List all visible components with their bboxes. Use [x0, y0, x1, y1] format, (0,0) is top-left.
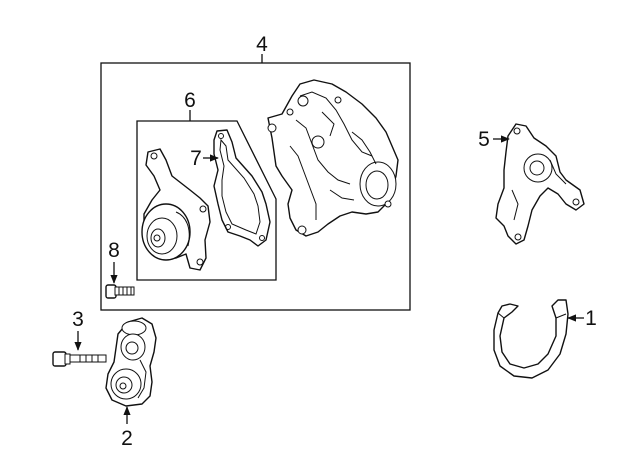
callout-4-label: 4 — [256, 33, 268, 56]
assembly-outline-box — [100, 62, 411, 311]
callout-7-label: 7 — [190, 147, 202, 170]
gasket-drawing — [213, 129, 271, 247]
callout-8-label: 8 — [108, 239, 120, 262]
callout-5-label: 5 — [478, 128, 490, 151]
belt-tensioner-drawing — [105, 317, 157, 407]
bolt-8-drawing — [105, 284, 135, 299]
callout-2-label: 2 — [121, 427, 133, 450]
bolt-3-drawing — [52, 351, 107, 367]
callout-1-label: 1 — [585, 307, 597, 330]
gasket-kit-outline-box — [136, 120, 277, 281]
pump-housing-drawing — [267, 79, 399, 237]
drive-belt-drawing — [493, 299, 569, 379]
callout-6-label: 6 — [184, 89, 196, 112]
water-pump-drawing — [141, 148, 211, 271]
gasket-plate-drawing — [495, 123, 585, 245]
callout-3-label: 3 — [72, 308, 84, 331]
